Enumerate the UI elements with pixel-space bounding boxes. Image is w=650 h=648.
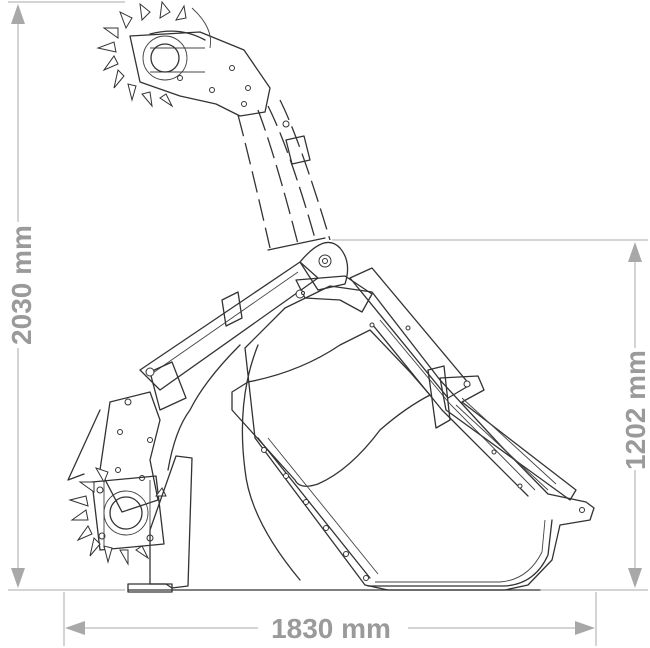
dimension-height-total: 2030 mm <box>6 1 125 591</box>
lower-rotor <box>68 467 167 566</box>
lower-rotor-teeth <box>68 467 167 566</box>
right-hydraulic-cylinder <box>349 267 577 501</box>
width-total-label: 1830 mm <box>271 613 391 644</box>
bucket-bolts <box>261 322 585 581</box>
height-body-label: 1202 mm <box>620 350 650 470</box>
upper-rotor-teeth <box>96 0 187 108</box>
lower-arm-bracket <box>67 391 161 513</box>
upper-arm-head <box>129 7 271 117</box>
lower-arm <box>139 241 349 411</box>
front-stand <box>127 344 241 593</box>
dimension-height-body: 1202 mm <box>332 239 650 591</box>
dimension-width-total: 1830 mm <box>63 592 597 646</box>
bucket-body <box>231 275 595 591</box>
height-total-label: 2030 mm <box>6 225 37 345</box>
raised-arm-ghost <box>237 99 331 251</box>
